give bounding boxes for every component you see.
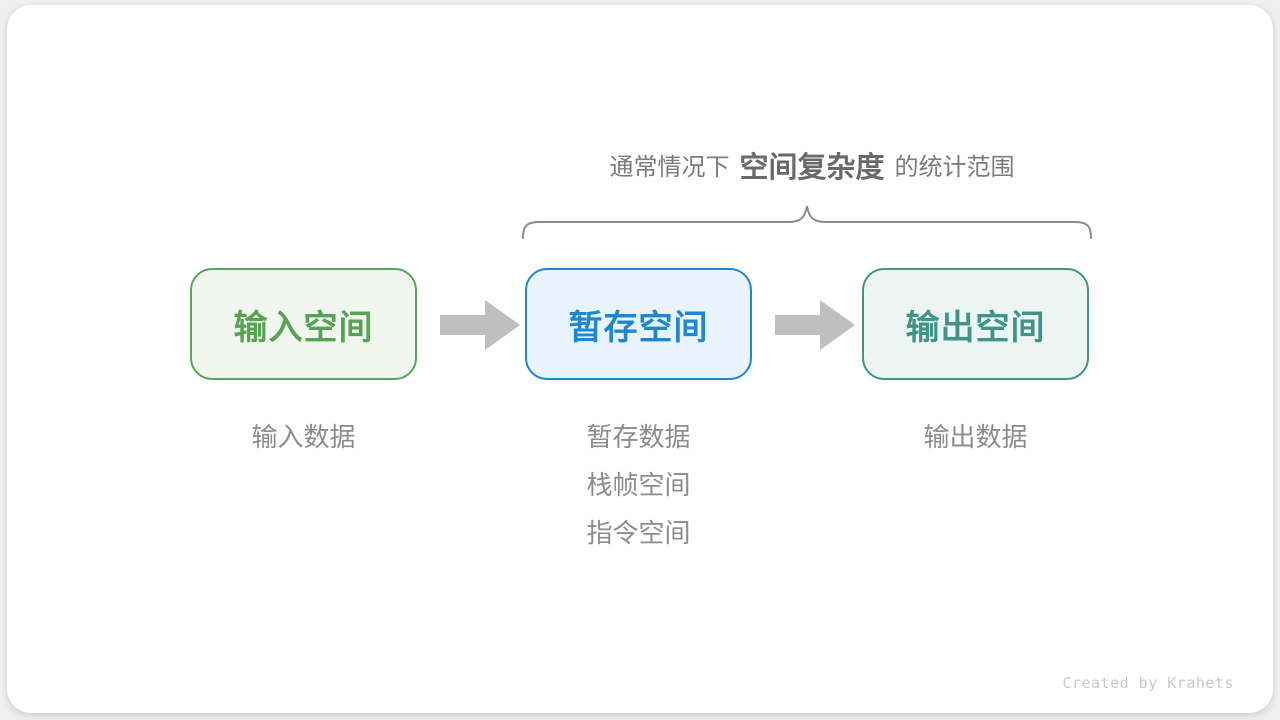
curly-brace-icon bbox=[522, 205, 1092, 239]
node-output-space-label: 输出空间 bbox=[905, 308, 1046, 347]
annotation-output: 输出数据 bbox=[862, 413, 1089, 461]
arrow-right-icon bbox=[440, 300, 520, 350]
scope-title-suffix: 的统计范围 bbox=[894, 154, 1015, 181]
scope-title-prefix: 通常情况下 bbox=[609, 154, 730, 181]
annotation-line: 输出数据 bbox=[923, 422, 1028, 452]
footer-credit: Created by Krahets bbox=[1062, 674, 1234, 692]
scope-title: 通常情况下空间复杂度的统计范围 bbox=[512, 144, 1112, 186]
annotation-line: 输入数据 bbox=[251, 422, 356, 452]
node-temp-space: 暂存空间 bbox=[525, 268, 752, 380]
annotation-line: 栈帧空间 bbox=[586, 470, 691, 500]
scope-title-highlight: 空间复杂度 bbox=[739, 152, 885, 184]
annotation-temp: 暂存数据 栈帧空间 指令空间 bbox=[525, 413, 752, 557]
annotation-input: 输入数据 bbox=[190, 413, 417, 461]
arrow-right-shape bbox=[775, 300, 855, 350]
curly-brace-path bbox=[522, 205, 1092, 239]
arrow-right-icon bbox=[775, 300, 855, 350]
node-input-space-label: 输入空间 bbox=[233, 308, 374, 347]
annotation-line: 指令空间 bbox=[586, 518, 691, 548]
arrow-right-shape bbox=[440, 300, 520, 350]
annotation-line: 暂存数据 bbox=[586, 422, 691, 452]
node-temp-space-label: 暂存空间 bbox=[568, 308, 709, 347]
node-input-space: 输入空间 bbox=[190, 268, 417, 380]
node-output-space: 输出空间 bbox=[862, 268, 1089, 380]
